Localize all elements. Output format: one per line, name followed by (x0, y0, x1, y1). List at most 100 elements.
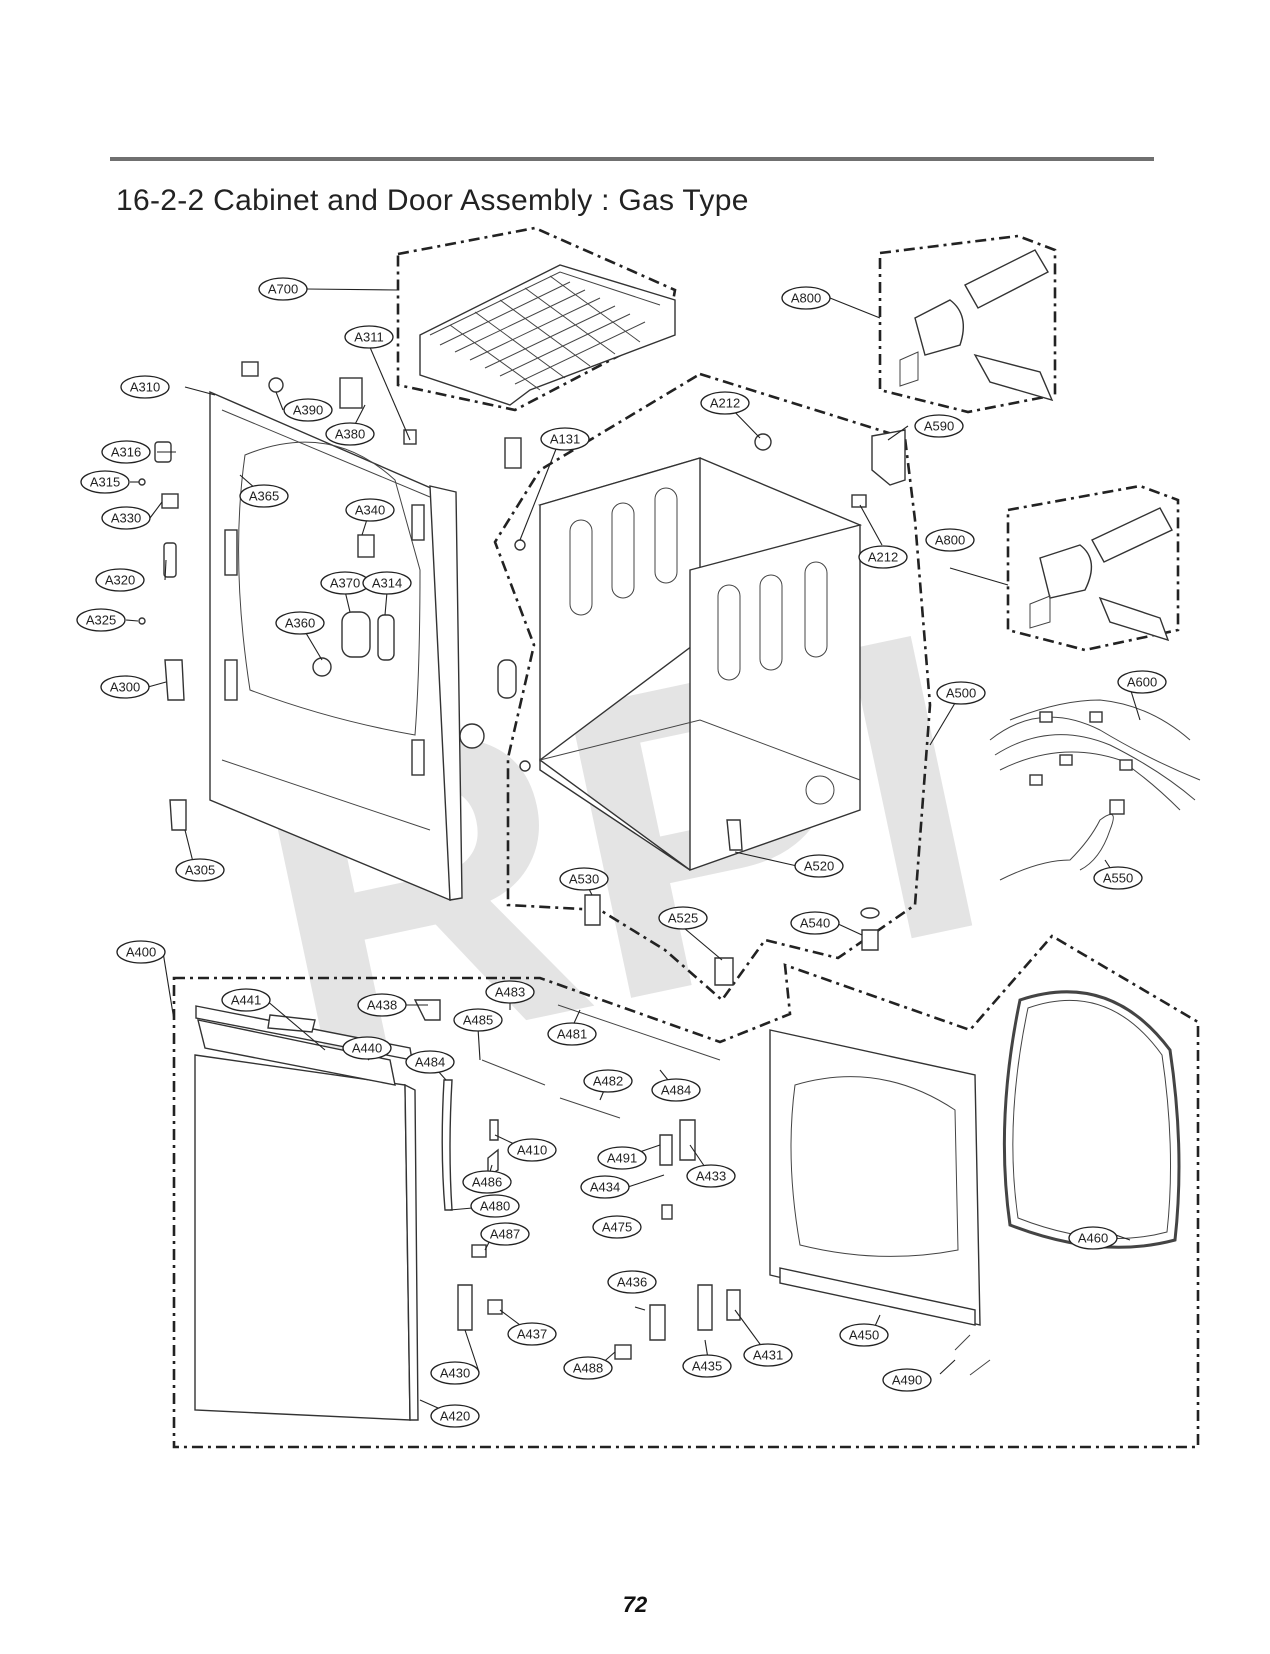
callout-a311: A311 (344, 325, 394, 349)
callout-text: A441 (231, 993, 261, 1008)
callout-text: A430 (440, 1366, 470, 1381)
callout-text: A700 (268, 282, 298, 297)
callout-a437: A437 (507, 1322, 557, 1346)
callout-text: A484 (661, 1083, 691, 1098)
callout-a490: A490 (882, 1368, 932, 1392)
callout-text: A484 (415, 1055, 445, 1070)
callout-a314: A314 (362, 571, 412, 595)
callout-text: A550 (1103, 871, 1133, 886)
callout-a482: A482 (583, 1069, 633, 1093)
callout-a410: A410 (507, 1138, 557, 1162)
callout-a370: A370 (320, 571, 370, 595)
callout-a433: A433 (686, 1164, 736, 1188)
callout-text: A440 (352, 1041, 382, 1056)
callout-text: A600 (1127, 675, 1157, 690)
page-title: 16-2-2 Cabinet and Door Assembly : Gas T… (116, 184, 749, 217)
callout-text: A488 (573, 1361, 603, 1376)
callout-text: A420 (440, 1409, 470, 1424)
callout-a525: A525 (658, 906, 708, 930)
callout-a520: A520 (794, 854, 844, 878)
callout-text: A212 (710, 396, 740, 411)
callout-text: A485 (463, 1013, 493, 1028)
callout-text: A434 (590, 1180, 620, 1195)
callout-text: A305 (185, 863, 215, 878)
callout-a460: A460 (1068, 1226, 1118, 1250)
group-outline-door (172, 934, 1200, 1449)
callout-text: A390 (293, 403, 323, 418)
callout-text: A540 (800, 916, 830, 931)
callout-text: A410 (517, 1143, 547, 1158)
callout-text: A365 (249, 489, 279, 504)
front-panel-part (209, 390, 463, 902)
callout-a300: A300 (100, 675, 150, 699)
callout-a436: A436 (607, 1270, 657, 1294)
callout-text: A400 (126, 945, 156, 960)
cabinet-part (537, 457, 863, 871)
callout-text: A486 (472, 1175, 502, 1190)
callout-a487: A487 (480, 1222, 530, 1246)
callout-text: A481 (557, 1027, 587, 1042)
callout-a434: A434 (580, 1175, 630, 1199)
callout-text: A500 (946, 686, 976, 701)
callout-a600: A600 (1117, 670, 1167, 694)
callout-a480: A480 (470, 1194, 520, 1218)
callout-a491: A491 (597, 1146, 647, 1170)
callout-a380: A380 (325, 422, 375, 446)
dryer-rack-part (419, 264, 676, 406)
callout-text: A431 (753, 1348, 783, 1363)
callout-a131: A131 (540, 427, 590, 451)
callout-a700: A700 (258, 277, 308, 301)
door-part (194, 1005, 419, 1421)
callout-text: A520 (804, 859, 834, 874)
callout-text: A491 (607, 1151, 637, 1166)
callout-a360: A360 (275, 611, 325, 635)
group-outline-top (396, 226, 677, 412)
callout-text: A315 (90, 475, 120, 490)
callout-a365: A365 (239, 484, 289, 508)
callout-text: A330 (111, 511, 141, 526)
callout-a483: A483 (485, 980, 535, 1004)
callout-a325: A325 (76, 608, 126, 632)
callout-a310: A310 (120, 375, 170, 399)
cabinet-small-parts (514, 429, 906, 986)
callout-a315: A315 (80, 470, 130, 494)
left-small-parts (138, 361, 522, 831)
callout-a430: A430 (430, 1361, 480, 1385)
callout-labels: A700A800A311A310A390A380A316A315A365A330… (76, 277, 1167, 1428)
door-gasket-part (1002, 990, 1181, 1249)
callout-a484: A484 (405, 1050, 455, 1074)
callout-text: A325 (86, 613, 116, 628)
callout-text: A314 (372, 576, 402, 591)
callout-text: A436 (617, 1275, 647, 1290)
callout-text: A590 (924, 419, 954, 434)
callout-text: A320 (105, 573, 135, 588)
callout-a800: A800 (925, 528, 975, 552)
callout-text: A370 (330, 576, 360, 591)
callout-a488: A488 (563, 1356, 613, 1380)
callout-a438: A438 (357, 993, 407, 1017)
exhaust-duct-part-bottom (1029, 507, 1173, 642)
callout-text: A487 (490, 1227, 520, 1242)
callout-text: A483 (495, 985, 525, 1000)
callout-a484: A484 (651, 1078, 701, 1102)
callout-text: A435 (692, 1359, 722, 1374)
callout-a212: A212 (700, 391, 750, 415)
callout-text: A525 (668, 911, 698, 926)
callout-a590: A590 (914, 414, 964, 438)
callout-a420: A420 (430, 1404, 480, 1428)
callout-a320: A320 (95, 568, 145, 592)
callout-a305: A305 (175, 858, 225, 882)
callout-text: A310 (130, 380, 160, 395)
callout-text: A360 (285, 616, 315, 631)
callout-a441: A441 (221, 988, 271, 1012)
callout-a440: A440 (342, 1036, 392, 1060)
callout-text: A433 (696, 1169, 726, 1184)
callout-a485: A485 (453, 1008, 503, 1032)
group-outline-cabinet (493, 372, 932, 1002)
callout-text: A450 (849, 1328, 879, 1343)
callout-text: A482 (593, 1074, 623, 1089)
callout-text: A437 (517, 1327, 547, 1342)
callout-text: A380 (335, 427, 365, 442)
callout-text: A311 (354, 330, 383, 345)
callout-a540: A540 (790, 911, 840, 935)
